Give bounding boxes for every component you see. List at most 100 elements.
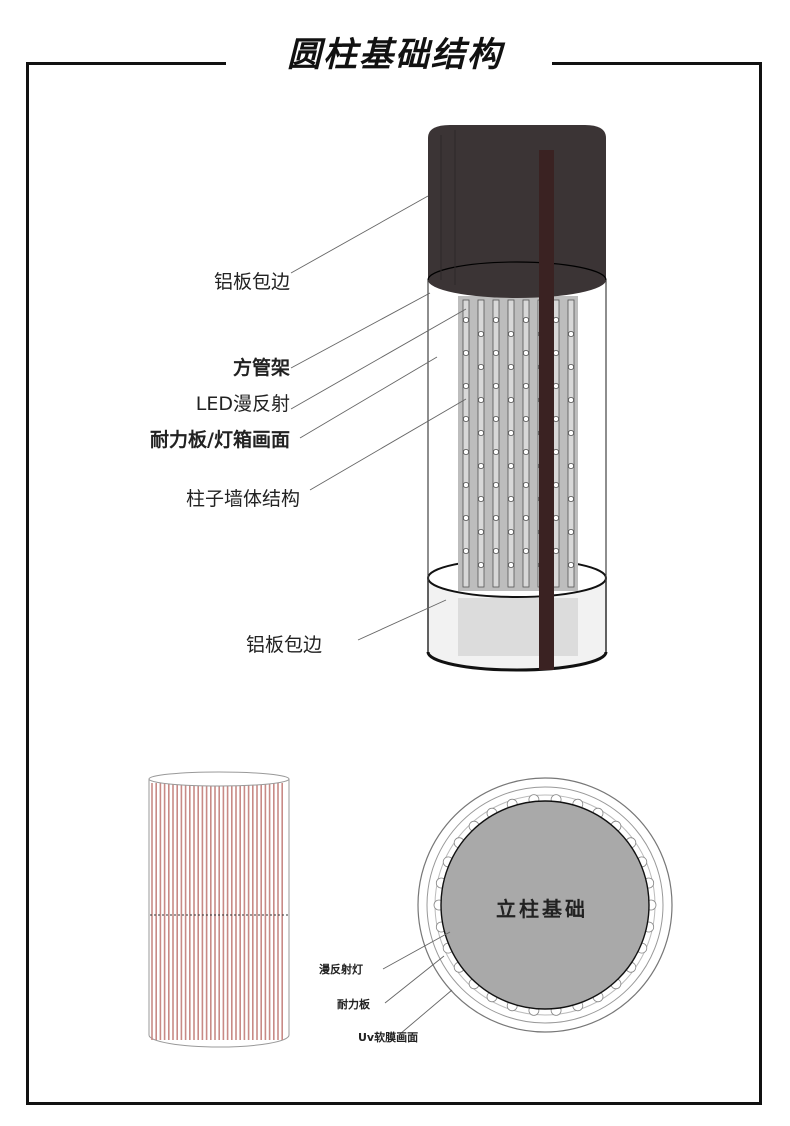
led-dot [553,449,559,455]
led-dot [523,449,529,455]
leader-square-tube [290,292,431,369]
frame-top-left [26,62,226,65]
led-dot [508,364,514,370]
frame-bottom [26,1102,762,1105]
led-dot [568,496,574,502]
led-dot [523,548,529,554]
label-led-diffuse: LED漫反射 [195,393,290,415]
led-dot [568,397,574,403]
led-dot [553,350,559,356]
leader-aluminum-top [290,195,429,274]
square-tube [477,299,485,588]
led-dot [508,463,514,469]
frame-right [759,62,762,1105]
page-title: 圆柱基础结构 [287,35,503,75]
plan-label-diffuse-light: 漫反射灯 [319,963,363,976]
led-dot [478,397,484,403]
top-cap-body [428,125,606,298]
leader-plan-board [384,955,445,1004]
led-dot [508,562,514,568]
led-dot [478,331,484,337]
led-dot [463,317,469,323]
vertical-post [539,150,554,670]
led-dot [463,482,469,488]
led-dot [478,529,484,535]
led-dot [508,430,514,436]
top-cap-rim [427,261,607,281]
square-tube [492,299,500,588]
leader-led [290,308,467,410]
leader-lines [290,195,467,641]
inner-base-block [458,598,578,656]
leader-aluminum-bottom [357,599,447,641]
led-dot [493,515,499,521]
bottom-ring-base [426,651,608,672]
led-dot [493,350,499,356]
inner-core [458,296,578,591]
led-dot [478,430,484,436]
leader-wall [309,398,467,491]
led-dot [493,482,499,488]
label-force-board: 耐力板/灯箱画面 [150,429,290,451]
led-dot [553,317,559,323]
led-dot [493,383,499,389]
led-dot [478,463,484,469]
frame-left [26,62,29,1105]
leader-diffuse-light [382,931,451,970]
square-tube [462,299,470,588]
led-dot [508,496,514,502]
led-dot [508,397,514,403]
elevation-stripes [151,783,284,1040]
led-dot [493,416,499,422]
led-dot [553,548,559,554]
led-dot [478,496,484,502]
led-dot [553,383,559,389]
led-dot [493,449,499,455]
led-dot [568,331,574,337]
led-dot [553,515,559,521]
led-dot [463,548,469,554]
led-dot [523,317,529,323]
led-dot [553,482,559,488]
plan-label-force-board: 耐力板 [337,998,370,1011]
label-wall-structure: 柱子墙体结构 [185,488,300,510]
led-dot [463,449,469,455]
led-dot [463,416,469,422]
elevation-top [148,771,290,787]
plan-column-base [440,800,650,1010]
led-dot [508,529,514,535]
led-dot [478,562,484,568]
led-dot [463,515,469,521]
led-dot [463,350,469,356]
led-dot [523,515,529,521]
square-tube [567,299,575,588]
plan-label-uv-film: Uv软膜画面 [358,1031,419,1044]
led-dot [493,548,499,554]
led-dot [508,331,514,337]
led-dot [463,383,469,389]
led-dot [568,463,574,469]
plan-center-label: 立柱基础 [496,897,588,921]
label-aluminum-top: 铝板包边 [213,271,290,293]
label-aluminum-bottom: 铝板包边 [246,634,323,656]
led-dot [568,364,574,370]
square-tube [507,299,515,588]
led-dot [553,416,559,422]
leader-force-board [299,356,438,439]
led-dot [478,364,484,370]
led-dot [523,350,529,356]
led-dot [523,482,529,488]
label-square-tube: 方管架 [232,357,290,379]
square-tube [522,299,530,588]
plan-leader-lines [382,931,453,1035]
plan-film-ring [426,786,664,1024]
frame-top-right [552,62,762,65]
led-dot [568,529,574,535]
led-dot [523,383,529,389]
led-dot [523,416,529,422]
led-dot [493,317,499,323]
leader-uv-film [399,989,453,1035]
led-dot [568,562,574,568]
led-dot [568,430,574,436]
